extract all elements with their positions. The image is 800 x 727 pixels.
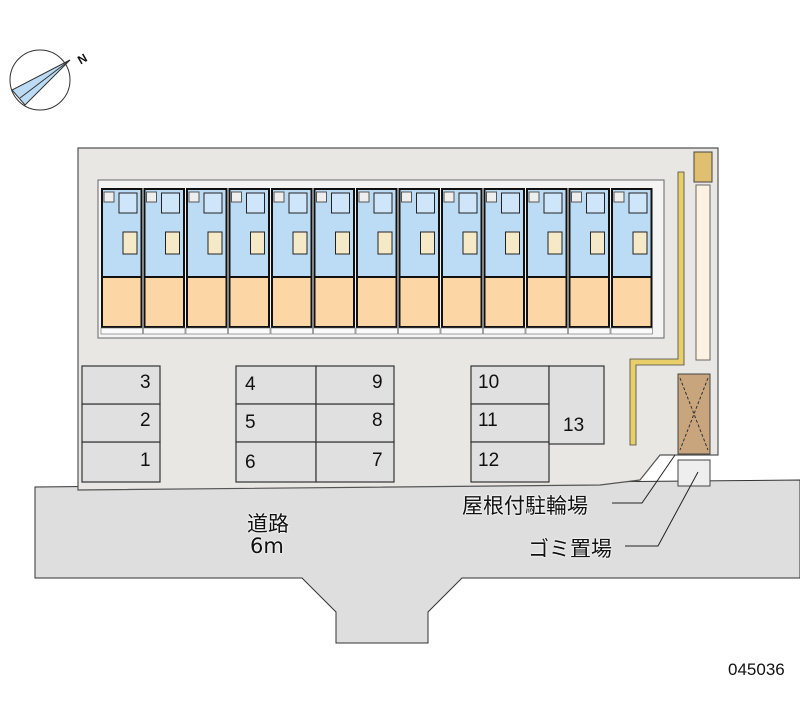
apartment-unit bbox=[568, 188, 611, 335]
parking-space-number: 13 bbox=[563, 415, 585, 436]
road-name: 道路 bbox=[247, 512, 289, 536]
parking-space-3[interactable] bbox=[81, 365, 161, 405]
parking-space-9[interactable] bbox=[315, 365, 395, 405]
parking-space-number: 2 bbox=[140, 410, 151, 431]
apartment-unit bbox=[143, 188, 186, 335]
bicycle-parking-label: 屋根付駐輪場 bbox=[462, 494, 588, 518]
parking-space-number: 9 bbox=[372, 372, 383, 393]
utility-box bbox=[693, 151, 713, 183]
parking-space-number: 10 bbox=[478, 372, 500, 393]
parking-space-number: 6 bbox=[245, 452, 256, 473]
parking-space-number: 8 bbox=[372, 410, 383, 431]
parking-space-number: 7 bbox=[372, 450, 383, 471]
parking-space-13[interactable] bbox=[548, 365, 605, 445]
parking-space-number: 11 bbox=[478, 410, 498, 431]
parking-space-7[interactable] bbox=[315, 441, 395, 483]
parking-space-6[interactable] bbox=[235, 441, 317, 483]
apartment-unit bbox=[525, 188, 568, 335]
apartment-unit bbox=[228, 188, 271, 335]
callout-line-garbage bbox=[625, 471, 699, 547]
parking-space-number: 12 bbox=[478, 450, 500, 471]
walkway bbox=[629, 171, 685, 446]
property-code: 045036 bbox=[728, 660, 785, 679]
apartment-unit bbox=[610, 188, 653, 335]
garbage-area-label: ゴミ置場 bbox=[528, 537, 612, 561]
apartment-unit bbox=[100, 188, 143, 335]
apartment-unit bbox=[313, 188, 356, 335]
compass-icon bbox=[9, 49, 71, 111]
parking-space-12[interactable] bbox=[470, 441, 550, 483]
parking-space-number: 5 bbox=[245, 412, 256, 433]
callout-line-bicycle bbox=[612, 454, 676, 504]
apartment-unit bbox=[398, 188, 441, 335]
apartment-unit bbox=[355, 188, 398, 335]
apartment-unit bbox=[440, 188, 483, 335]
road-width: 6m bbox=[250, 534, 284, 558]
parking-space-10[interactable] bbox=[470, 365, 550, 405]
parking-space-8[interactable] bbox=[315, 403, 395, 443]
side-strip bbox=[695, 184, 711, 361]
parking-space-number: 1 bbox=[140, 450, 151, 471]
bicycle-parking bbox=[677, 373, 711, 455]
apartment-unit bbox=[185, 188, 228, 335]
apartment-unit bbox=[270, 188, 313, 335]
garbage-area bbox=[677, 459, 711, 487]
parking-space-number: 4 bbox=[245, 374, 256, 395]
road bbox=[34, 479, 800, 644]
parking-space-11[interactable] bbox=[470, 403, 550, 443]
parking-space-number: 3 bbox=[140, 372, 151, 393]
parking-space-1[interactable] bbox=[81, 441, 161, 483]
apartment-unit bbox=[483, 188, 526, 335]
